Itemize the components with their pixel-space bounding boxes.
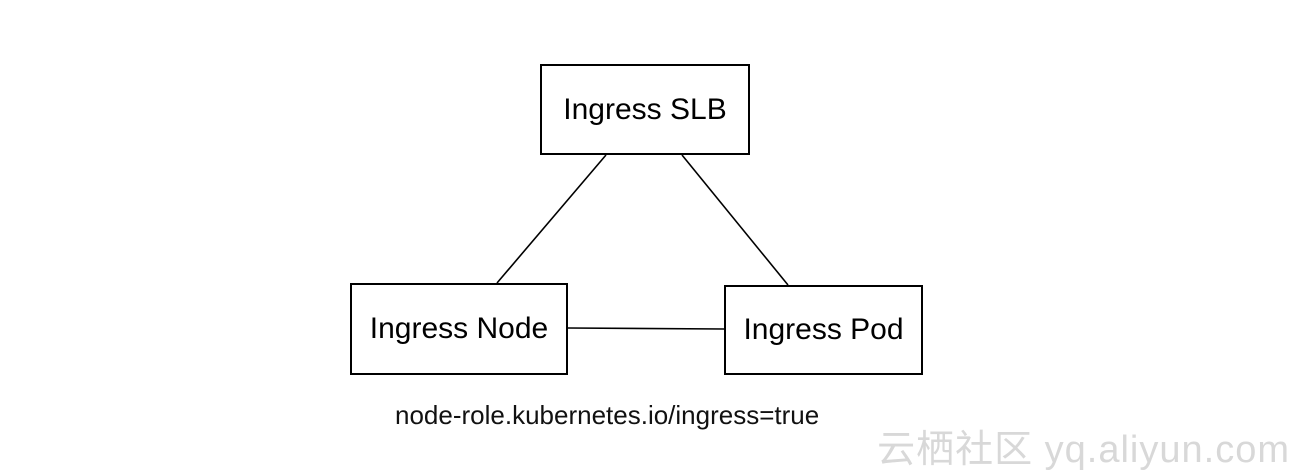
ingress-node-box: Ingress Node <box>350 283 568 375</box>
edge-slb-pod <box>681 154 789 286</box>
ingress-slb-label: Ingress SLB <box>563 92 727 126</box>
ingress-node-label: Ingress Node <box>369 312 549 345</box>
ingress-slb-box: Ingress SLB <box>540 64 750 155</box>
ingress-pod-label: Ingress Pod <box>743 313 904 346</box>
edge-node-pod <box>567 327 725 330</box>
edge-slb-node <box>496 154 607 284</box>
node-role-caption: node-role.kubernetes.io/ingress=true <box>395 400 820 430</box>
watermark: 云栖社区 yq.aliyun.com <box>877 429 1290 471</box>
ingress-pod-box: Ingress Pod <box>724 285 923 375</box>
